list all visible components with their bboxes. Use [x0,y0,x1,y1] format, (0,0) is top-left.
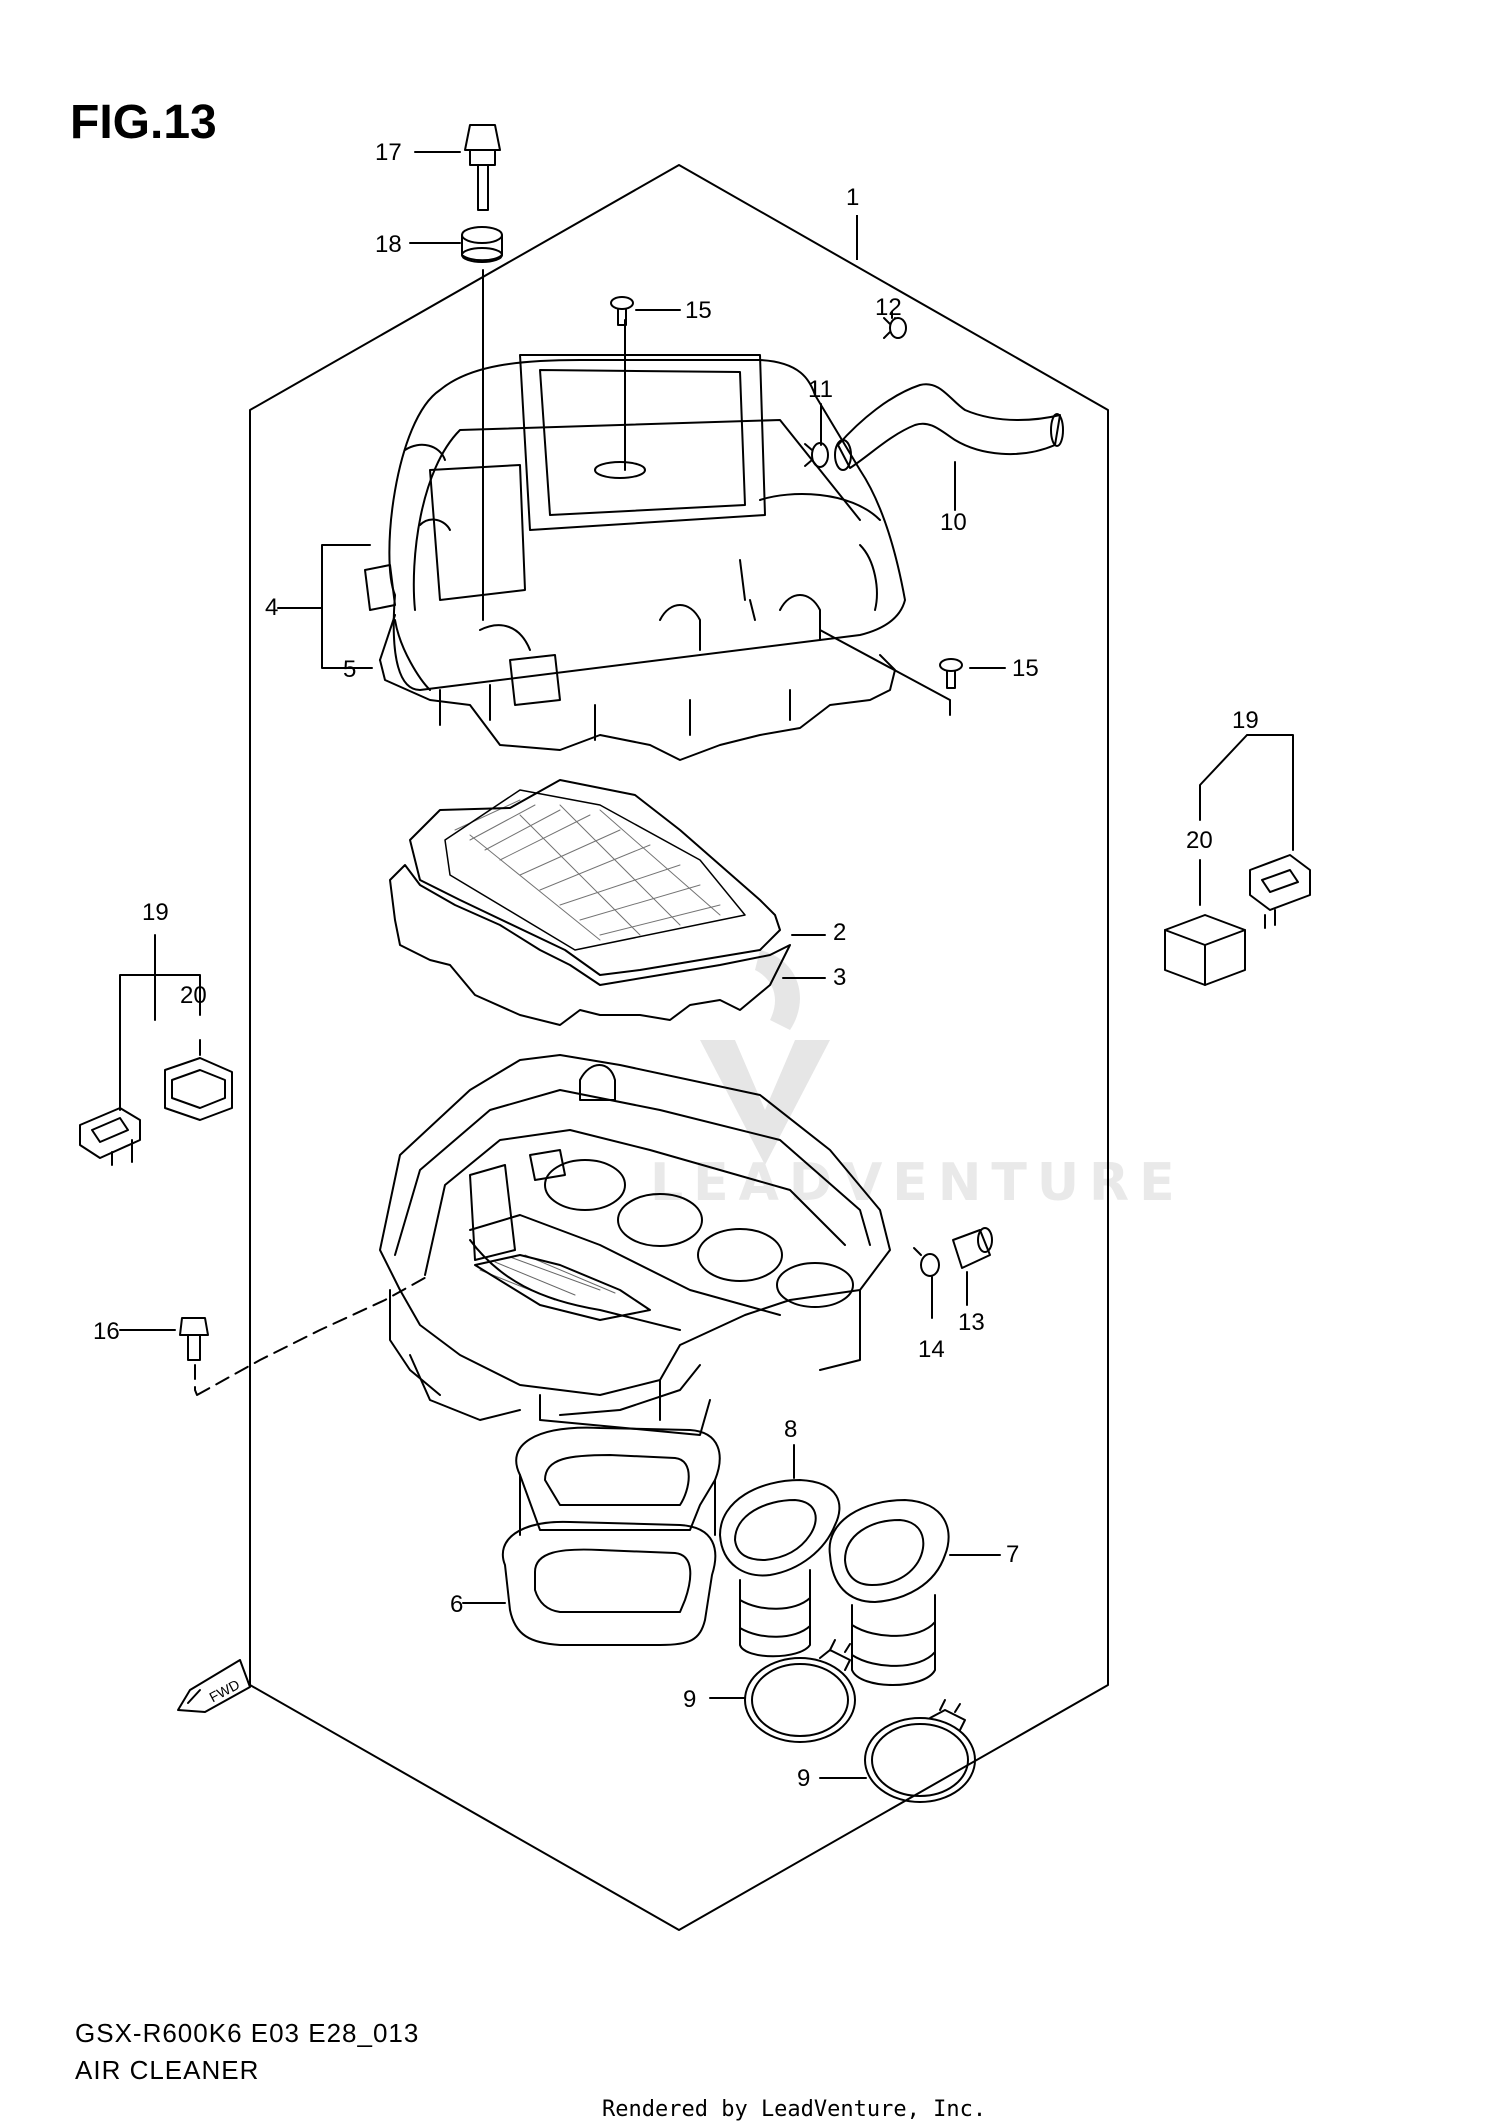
diagram-name: AIR CLEANER [75,2055,260,2085]
clamp-9-right [864,1699,976,1803]
callout-9b: 9 [797,1765,810,1792]
cover-20-left [164,1057,233,1121]
funnel-7 [828,1499,950,1686]
callout-1: 1 [846,184,859,211]
callout-2: 2 [833,919,846,946]
seal-6 [501,1426,721,1646]
callout-13: 13 [958,1309,985,1336]
watermark-text: LEADVENTURE [650,1153,1185,1213]
hose-10 [834,383,1064,471]
callout-16: 16 [93,1318,120,1345]
callout-12: 12 [875,294,902,321]
callout-8: 8 [784,1416,797,1443]
callout-19-right: 19 [1232,707,1259,734]
callout-3: 3 [833,964,846,991]
screw-15-right [939,658,963,689]
cap-13 [952,1227,993,1269]
callout-11: 11 [808,376,833,403]
air-cleaner-cover [364,319,906,761]
bolt-16 [179,1317,209,1361]
callout-4: 4 [265,594,278,621]
clamp-12 [883,317,907,339]
watermark-logo [700,950,830,1165]
cover-20-right [1164,914,1246,986]
callout-14: 14 [918,1336,945,1363]
callout-19-left: 19 [142,899,169,926]
callout-18: 18 [375,231,402,258]
clamp-14 [913,1247,940,1277]
gasket-3 [389,864,791,1026]
callout-10: 10 [940,509,967,536]
callout-17: 17 [375,139,402,166]
bolt-17 [464,124,501,211]
air-cleaner-case [379,1054,891,1436]
callout-9a: 9 [683,1686,696,1713]
callout-20-left: 20 [180,982,207,1009]
fwd-arrow [177,1659,251,1713]
sensor-19-left [79,1107,141,1166]
callout-5: 5 [343,656,356,683]
model-code: GSX-R600K6 E03 E28_013 [75,2018,420,2048]
callout-15a: 15 [685,297,712,324]
sensor-19-right [1249,854,1311,929]
filter-element-2 [409,779,781,976]
rendered-by: Rendered by LeadVenture, Inc. [602,2097,987,2122]
assembly-frame [249,164,1109,1931]
figure-title: FIG.13 [70,96,217,149]
callout-15b: 15 [1012,655,1039,682]
screw-15-top [610,296,634,326]
funnel-8 [719,1479,841,1658]
clamp-9-left [744,1639,856,1743]
callout-7: 7 [1006,1541,1019,1568]
callout-20-right: 20 [1186,827,1213,854]
callout-6: 6 [450,1591,463,1618]
grommet-18 [461,226,503,263]
